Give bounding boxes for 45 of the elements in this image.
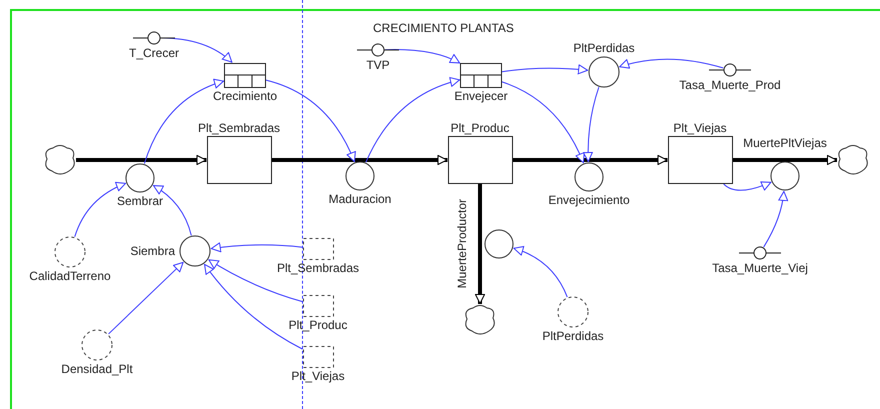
link-arrow bbox=[208, 259, 303, 302]
variable-label: CalidadTerreno bbox=[29, 268, 111, 284]
variable-label: Sembrar bbox=[116, 193, 163, 209]
link-arrow bbox=[74, 182, 126, 238]
link-arrow bbox=[204, 264, 303, 350]
variable-label: Plt_Viejas bbox=[291, 368, 345, 384]
variable-label: Plt_Viejas bbox=[673, 120, 727, 136]
variable-label: MuerteProductor bbox=[454, 199, 470, 289]
link-arrow bbox=[512, 246, 568, 298]
variable-label: MuertePltViejas bbox=[743, 135, 827, 151]
variable-label: Maduracion bbox=[328, 191, 392, 207]
variable-label: TVP bbox=[366, 57, 390, 73]
variable-label: Envejecer bbox=[454, 88, 508, 104]
link-arrow bbox=[365, 77, 460, 163]
link-arrow bbox=[108, 262, 184, 334]
link-arrow bbox=[723, 181, 772, 191]
flow-pipe bbox=[732, 155, 837, 165]
link-arrow bbox=[618, 58, 724, 69]
link-arrow bbox=[384, 49, 460, 64]
variable-label: Plt_Sembradas bbox=[276, 260, 360, 276]
variable-label: Plt_Produc bbox=[288, 317, 348, 333]
link-arrow bbox=[502, 81, 584, 164]
link-arrow bbox=[583, 86, 600, 163]
link-arrow bbox=[152, 184, 192, 236]
link-arrow bbox=[210, 242, 303, 252]
variable-label: Tasa_Muerte_Viej bbox=[712, 260, 808, 276]
link-arrow bbox=[502, 64, 589, 74]
link-arrow bbox=[763, 190, 788, 248]
diagram-title: CRECIMIENTO PLANTAS bbox=[373, 20, 514, 36]
flow-pipe bbox=[475, 184, 485, 304]
variable-label: PltPerdidas bbox=[573, 40, 635, 56]
variable-label: Densidad_Plt bbox=[61, 361, 133, 377]
flow-pipe bbox=[512, 155, 668, 165]
link-arrow bbox=[144, 79, 224, 164]
link-arrow bbox=[266, 80, 356, 162]
flow-pipe bbox=[272, 155, 448, 165]
flow-pipe bbox=[76, 155, 206, 165]
variable-label: Tasa_Muerte_Prod bbox=[679, 77, 781, 93]
variable-label: Siembra bbox=[129, 243, 175, 259]
variable-label: Plt_Sembradas bbox=[198, 120, 280, 136]
variable-label: PltPerdidas bbox=[542, 328, 604, 344]
variable-label: T_Crecer bbox=[128, 45, 179, 61]
variable-label: Crecimiento bbox=[212, 88, 278, 104]
variable-label: Envejecimiento bbox=[548, 192, 630, 208]
variable-label: Plt_Produc bbox=[450, 120, 510, 136]
